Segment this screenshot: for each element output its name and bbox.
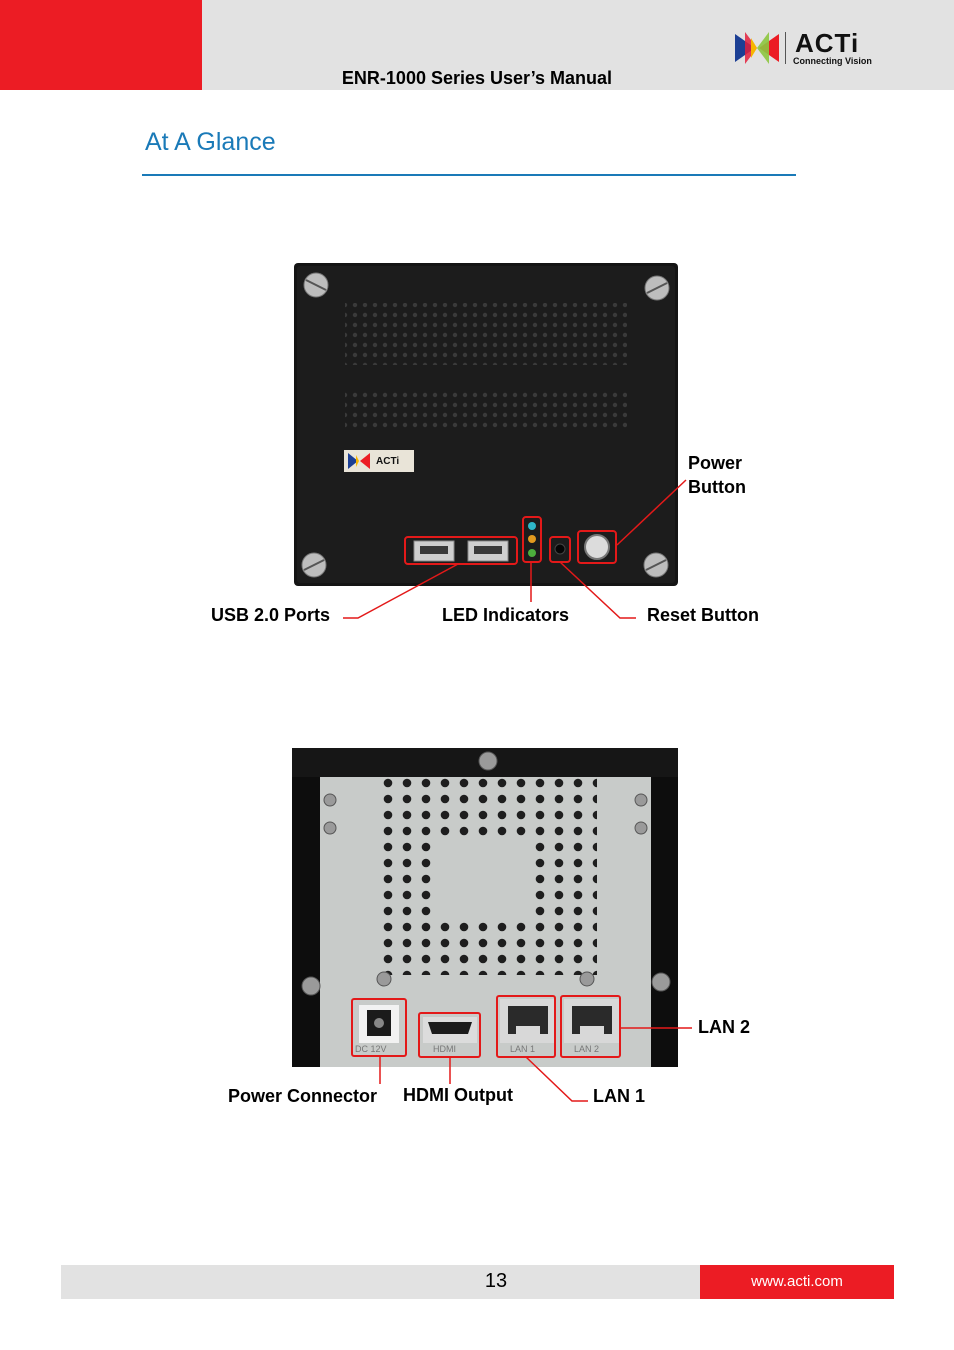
manual-title: ENR-1000 Series User’s Manual <box>341 68 613 88</box>
callout-power-button-line1: Power <box>688 453 743 473</box>
callout-usb-ports: USB 2.0 Ports <box>211 605 331 625</box>
footer-red-block <box>700 1265 894 1299</box>
logo-divider <box>785 32 786 64</box>
section-title: At A Glance <box>145 128 276 156</box>
rear-panel-image <box>292 748 692 1102</box>
page-number: 13 <box>484 1270 508 1292</box>
callout-reset-button: Reset Button <box>647 605 759 625</box>
callout-led-indicators: LED Indicators <box>442 605 570 625</box>
device-logo-text: ACTi <box>376 456 400 467</box>
callout-hdmi-output: HDMI Output <box>403 1085 513 1105</box>
callout-lan2: LAN 2 <box>698 1017 751 1037</box>
footer-bar <box>61 1265 700 1299</box>
footer-url-link[interactable]: www.acti.com <box>751 1273 843 1290</box>
header-red-block <box>0 0 202 90</box>
acti-logo-icon <box>735 32 779 64</box>
rear-label-lan1: LAN 1 <box>510 1044 536 1054</box>
callout-power-button-line2: Button <box>688 477 746 497</box>
section-rule <box>142 174 796 176</box>
callout-lan1: LAN 1 <box>593 1086 646 1106</box>
logo-wordmark: ACTi <box>795 28 860 58</box>
rear-label-dc: DC 12V <box>355 1044 387 1054</box>
callout-power-connector: Power Connector <box>228 1086 378 1106</box>
front-panel-image <box>294 263 687 619</box>
rear-label-hdmi: HDMI <box>433 1044 456 1054</box>
rear-label-lan2: LAN 2 <box>574 1044 600 1054</box>
logo-tagline: Connecting Vision <box>793 56 872 66</box>
